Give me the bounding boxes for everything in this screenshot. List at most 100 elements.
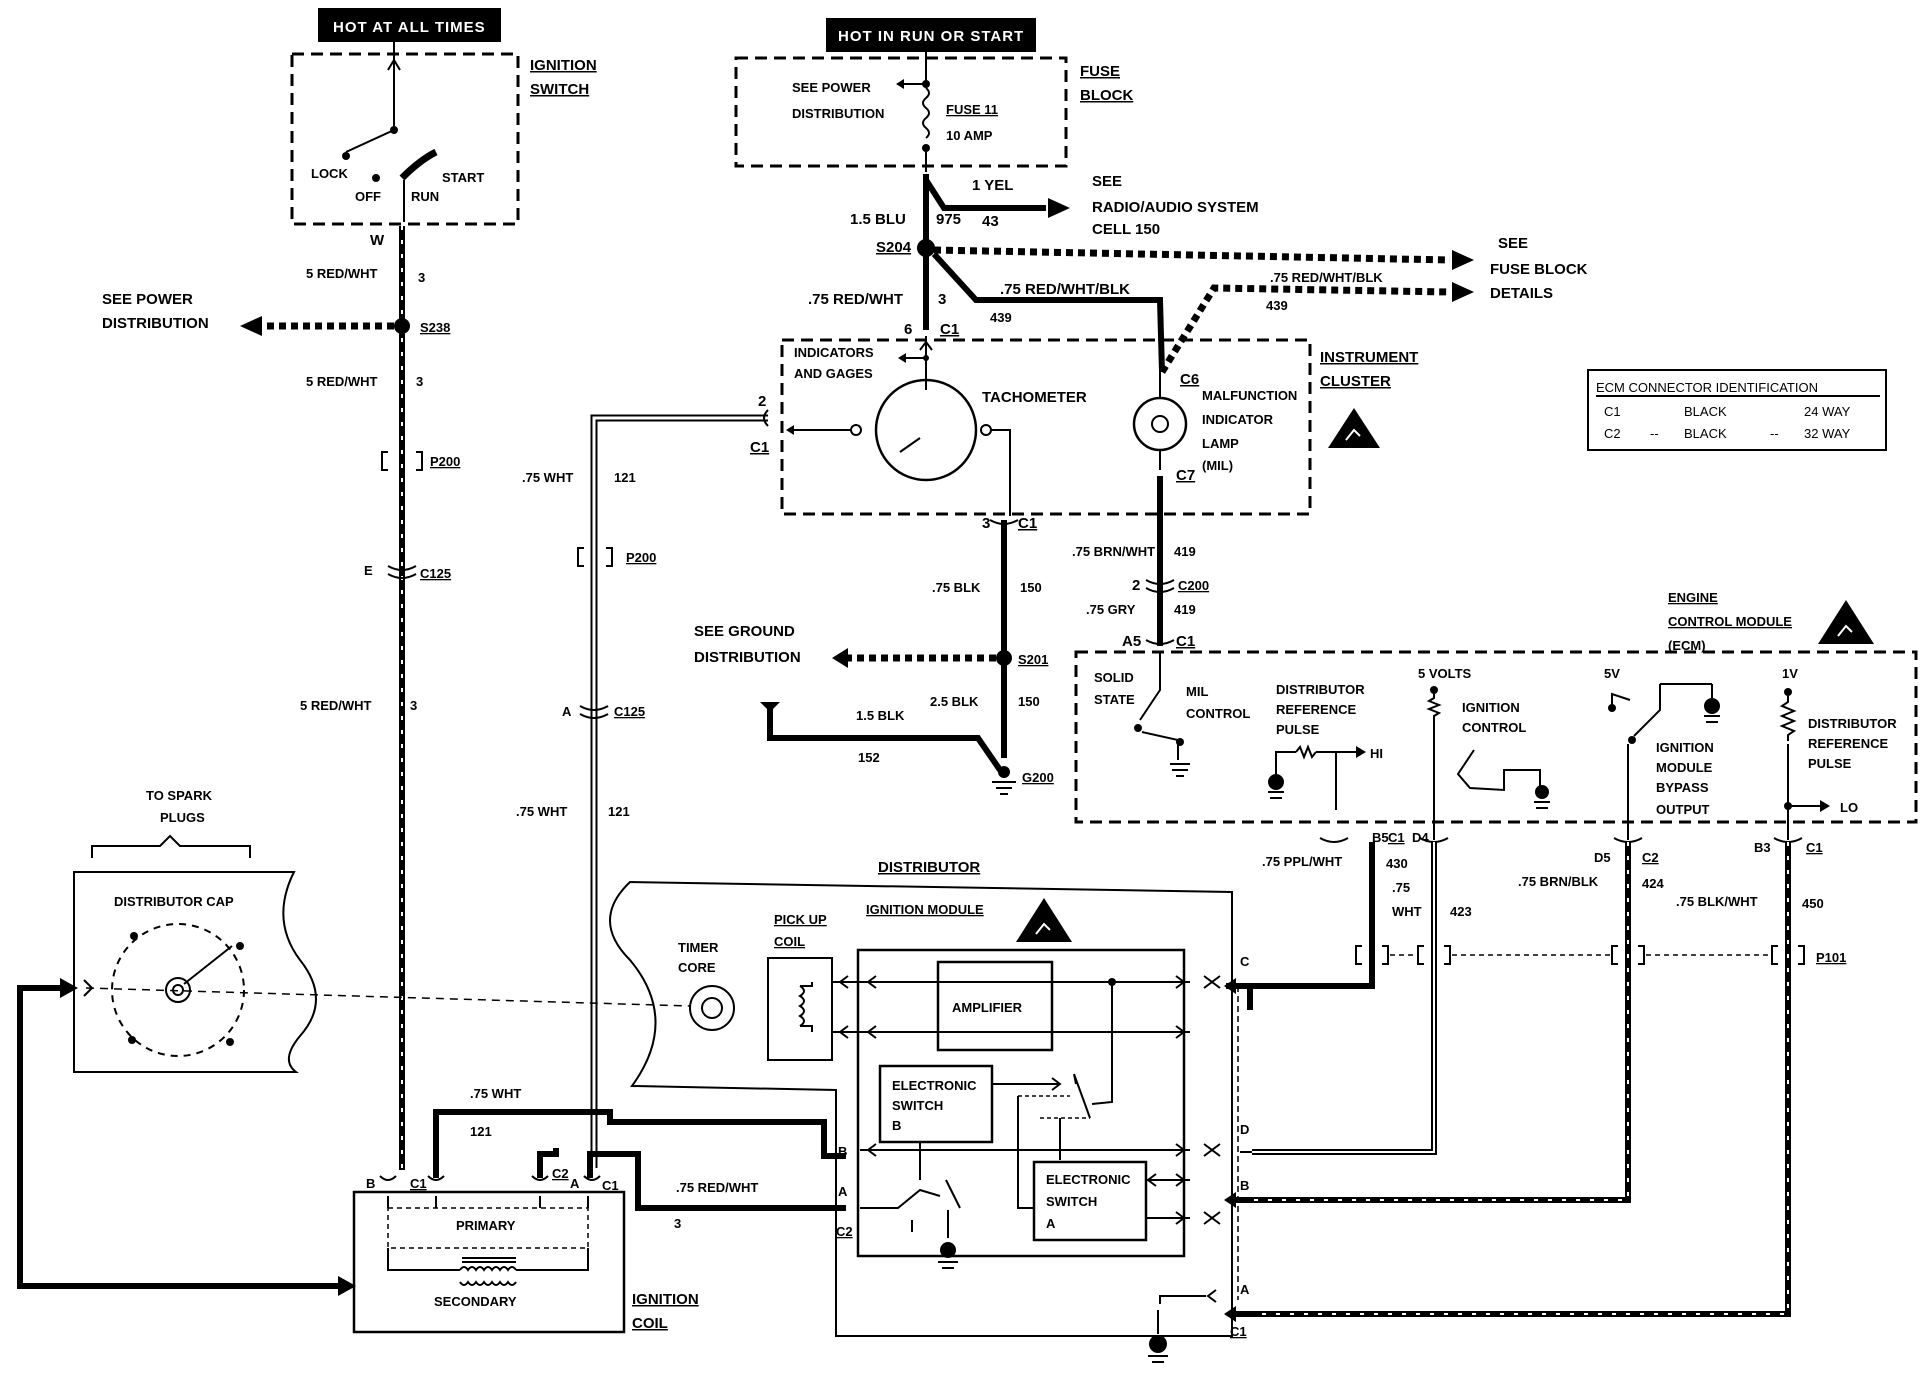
fuse-block: SEE POWER DISTRIBUTION FUSE 11 10 AMP FU… <box>734 52 1133 172</box>
svg-text:3: 3 <box>938 291 946 308</box>
svg-text:S238: S238 <box>420 320 450 335</box>
svg-text:LO: LO <box>1840 800 1858 815</box>
svg-text:PULSE: PULSE <box>1808 756 1852 771</box>
svg-text:.75 RED/WHT/BLK: .75 RED/WHT/BLK <box>1000 281 1130 298</box>
svg-text:.75 BLK/WHT: .75 BLK/WHT <box>1676 894 1758 909</box>
svg-text:C1: C1 <box>602 1178 619 1193</box>
instrument-cluster: INDICATORS AND GAGES TACHOMETER C6 C7 MA… <box>780 336 1418 516</box>
svg-text:SEE GROUND: SEE GROUND <box>694 623 795 640</box>
svg-text:REFERENCE: REFERENCE <box>1808 736 1889 751</box>
svg-text:121: 121 <box>470 1124 492 1139</box>
svg-text:A: A <box>838 1184 848 1199</box>
svg-text:DISTRIBUTOR: DISTRIBUTOR <box>1808 716 1897 731</box>
svg-text:BLACK: BLACK <box>1684 404 1727 419</box>
svg-text:2.5 BLK: 2.5 BLK <box>930 694 979 709</box>
svg-text:150: 150 <box>1018 694 1040 709</box>
svg-text:P200: P200 <box>626 550 656 565</box>
svg-text:(ECM): (ECM) <box>1668 638 1706 653</box>
svg-text:BLACK: BLACK <box>1684 426 1727 441</box>
svg-text:1.5 BLU: 1.5 BLU <box>850 211 906 228</box>
svg-text:3: 3 <box>410 698 417 713</box>
svg-text:5V: 5V <box>1604 666 1620 681</box>
svg-text:IGNITION: IGNITION <box>1656 740 1714 755</box>
high-tension-lead <box>17 978 356 1296</box>
svg-text:CLUSTER: CLUSTER <box>1320 373 1391 390</box>
hot-at-all-times-banner: HOT AT ALL TIMES <box>318 8 501 42</box>
svg-text:PLUGS: PLUGS <box>160 810 205 825</box>
svg-text:2: 2 <box>758 393 766 410</box>
svg-text:W: W <box>370 232 385 249</box>
svg-text:ELECTRONIC: ELECTRONIC <box>1046 1172 1131 1187</box>
svg-text:TIMER: TIMER <box>678 940 719 955</box>
svg-text:.75 WHT: .75 WHT <box>522 470 573 485</box>
distributor: DISTRIBUTOR IGNITION MODULE TIMER CORE P… <box>609 859 1252 1363</box>
svg-text:INSTRUMENT: INSTRUMENT <box>1320 349 1418 366</box>
svg-text:B: B <box>838 1144 847 1159</box>
svg-text:IGNITION: IGNITION <box>530 57 597 74</box>
svg-text:3: 3 <box>418 270 425 285</box>
svg-text:--: -- <box>1650 426 1659 441</box>
svg-text:HOT AT ALL TIMES: HOT AT ALL TIMES <box>333 19 486 36</box>
svg-text:C125: C125 <box>420 566 451 581</box>
svg-text:150: 150 <box>1020 580 1042 595</box>
svg-text:FUSE 11: FUSE 11 <box>946 102 998 117</box>
esd-warning-icon <box>1818 600 1874 644</box>
svg-text:DISTRIBUTION: DISTRIBUTION <box>694 649 801 666</box>
svg-text:FUSE: FUSE <box>1080 63 1120 80</box>
svg-text:B: B <box>1240 1178 1249 1193</box>
svg-text:C1: C1 <box>410 1176 427 1191</box>
svg-text:A: A <box>1240 1282 1250 1297</box>
svg-text:P200: P200 <box>430 454 460 469</box>
svg-text:.75 BLK: .75 BLK <box>932 580 981 595</box>
ground-circuit: 3 C1 .75 BLK 150 SEE GROUND DISTRIBUTION… <box>694 515 1054 795</box>
svg-text:MIL: MIL <box>1186 684 1208 699</box>
svg-text:ELECTRONIC: ELECTRONIC <box>892 1078 977 1093</box>
svg-text:TO SPARK: TO SPARK <box>146 788 213 803</box>
svg-text:C1: C1 <box>1388 830 1405 845</box>
svg-text:424: 424 <box>1642 876 1664 891</box>
svg-text:A: A <box>562 704 572 719</box>
svg-text:D: D <box>1240 1122 1249 1137</box>
svg-text:P101: P101 <box>1816 950 1846 965</box>
svg-text:419: 419 <box>1174 602 1196 617</box>
svg-text:5 RED/WHT: 5 RED/WHT <box>306 374 378 389</box>
engine-control-module: ENGINE CONTROL MODULE (ECM) SOLID STATE … <box>1074 590 1918 840</box>
svg-text:.75 RED/WHT: .75 RED/WHT <box>676 1180 758 1195</box>
svg-text:D5: D5 <box>1594 850 1611 865</box>
ecm-output-wires: B5 C1 D4 D5 C2 B3 C1 .75 PPL/WHT 430 .75… <box>1247 830 1846 1317</box>
svg-text:SEE: SEE <box>1498 235 1528 252</box>
svg-text:C1: C1 <box>1806 840 1823 855</box>
svg-text:.75 RED/WHT: .75 RED/WHT <box>808 291 903 308</box>
svg-text:A5: A5 <box>1122 633 1141 650</box>
svg-text:C2: C2 <box>1642 850 1659 865</box>
svg-text:CONTROL MODULE: CONTROL MODULE <box>1668 614 1792 629</box>
svg-text:INDICATORS: INDICATORS <box>794 345 874 360</box>
svg-text:CELL 150: CELL 150 <box>1092 221 1160 238</box>
svg-text:C1: C1 <box>750 439 769 456</box>
svg-text:COIL: COIL <box>774 934 805 949</box>
svg-text:S204: S204 <box>876 239 912 256</box>
svg-text:C125: C125 <box>614 704 645 719</box>
svg-text:.75 WHT: .75 WHT <box>516 804 567 819</box>
svg-text:LOCK: LOCK <box>311 166 348 181</box>
svg-text:24 WAY: 24 WAY <box>1804 404 1851 419</box>
svg-text:430: 430 <box>1386 856 1408 871</box>
svg-text:WHT: WHT <box>1392 904 1422 919</box>
svg-text:FUSE BLOCK: FUSE BLOCK <box>1490 261 1588 278</box>
svg-text:121: 121 <box>608 804 630 819</box>
svg-text:2: 2 <box>1132 577 1140 594</box>
svg-text:DETAILS: DETAILS <box>1490 285 1553 302</box>
svg-text:10 AMP: 10 AMP <box>946 128 993 143</box>
svg-text:AND GAGES: AND GAGES <box>794 366 873 381</box>
svg-text:975: 975 <box>936 211 961 228</box>
svg-text:SEE POWER: SEE POWER <box>102 291 193 308</box>
svg-text:SWITCH: SWITCH <box>1046 1194 1097 1209</box>
svg-text:SEE: SEE <box>1092 173 1122 190</box>
svg-text:D4: D4 <box>1412 830 1429 845</box>
svg-text:C2: C2 <box>836 1224 853 1239</box>
svg-text:B3: B3 <box>1754 840 1771 855</box>
svg-text:C1: C1 <box>1230 1324 1247 1339</box>
svg-text:A: A <box>570 1176 580 1191</box>
svg-text:.75 BRN/WHT: .75 BRN/WHT <box>1072 544 1155 559</box>
